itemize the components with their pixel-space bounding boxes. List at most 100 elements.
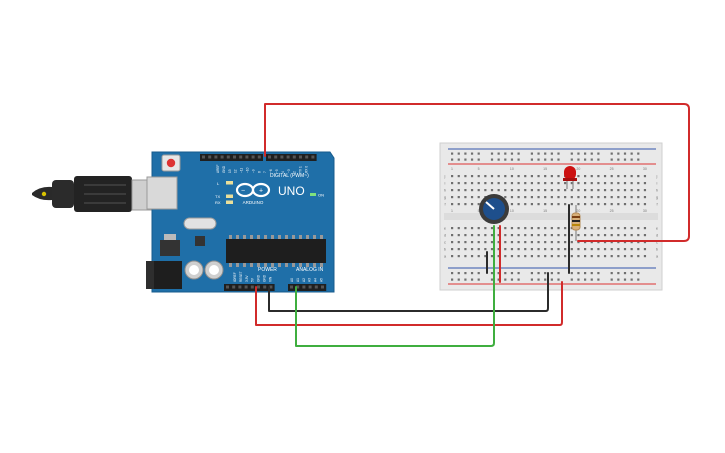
- breadboard-hole[interactable]: [597, 158, 600, 161]
- breadboard-hole[interactable]: [530, 152, 533, 155]
- breadboard-hole[interactable]: [451, 227, 454, 230]
- power-header-pin[interactable]: [250, 285, 254, 289]
- breadboard-hole[interactable]: [517, 272, 520, 275]
- breadboard-hole[interactable]: [510, 241, 514, 244]
- breadboard-hole[interactable]: [510, 255, 514, 258]
- breadboard-hole[interactable]: [544, 241, 547, 244]
- breadboard-hole[interactable]: [470, 272, 474, 275]
- breadboard-hole[interactable]: [617, 227, 620, 230]
- breadboard-hole[interactable]: [630, 189, 633, 192]
- breadboard-hole[interactable]: [477, 234, 480, 237]
- breadboard-hole[interactable]: [497, 241, 500, 244]
- breadboard-hole[interactable]: [544, 152, 547, 155]
- breadboard-hole[interactable]: [504, 248, 507, 251]
- breadboard-hole[interactable]: [617, 196, 620, 199]
- breadboard-hole[interactable]: [477, 278, 480, 281]
- breadboard-hole[interactable]: [510, 182, 514, 185]
- breadboard-hole[interactable]: [510, 189, 514, 192]
- breadboard-hole[interactable]: [610, 175, 613, 178]
- resistor[interactable]: [571, 205, 581, 241]
- breadboard-hole[interactable]: [584, 272, 587, 275]
- digital-header-b-pin[interactable]: [274, 155, 278, 159]
- power-header[interactable]: [224, 284, 275, 291]
- breadboard-hole[interactable]: [584, 189, 587, 192]
- breadboard-hole[interactable]: [557, 203, 560, 206]
- breadboard-hole[interactable]: [504, 182, 507, 185]
- breadboard-hole[interactable]: [557, 227, 560, 230]
- breadboard-hole[interactable]: [590, 241, 593, 244]
- breadboard-hole[interactable]: [610, 234, 613, 237]
- breadboard-hole[interactable]: [643, 241, 647, 244]
- breadboard-hole[interactable]: [550, 248, 553, 251]
- breadboard-hole[interactable]: [584, 158, 587, 161]
- breadboard-hole[interactable]: [643, 189, 647, 192]
- breadboard-hole[interactable]: [464, 227, 467, 230]
- breadboard-hole[interactable]: [590, 255, 593, 258]
- breadboard-hole[interactable]: [457, 272, 460, 275]
- breadboard-hole[interactable]: [477, 227, 480, 230]
- breadboard-hole[interactable]: [477, 255, 480, 258]
- breadboard-hole[interactable]: [643, 255, 647, 258]
- breadboard-hole[interactable]: [570, 196, 573, 199]
- digital-header-b-pin[interactable]: [286, 155, 290, 159]
- digital-header-b-pin[interactable]: [305, 155, 309, 159]
- breadboard-hole[interactable]: [603, 175, 607, 178]
- analog-header-pin[interactable]: [290, 285, 293, 289]
- breadboard-hole[interactable]: [643, 196, 647, 199]
- breadboard-hole[interactable]: [637, 189, 640, 192]
- breadboard-hole[interactable]: [517, 152, 520, 155]
- breadboard-hole[interactable]: [537, 241, 540, 244]
- breadboard-hole[interactable]: [564, 189, 567, 192]
- breadboard-hole[interactable]: [490, 152, 494, 155]
- breadboard-hole[interactable]: [457, 158, 460, 161]
- breadboard-hole[interactable]: [530, 248, 533, 251]
- digital-header-b-pin[interactable]: [268, 155, 271, 159]
- breadboard-hole[interactable]: [490, 189, 494, 192]
- breadboard-hole[interactable]: [637, 196, 640, 199]
- breadboard-hole[interactable]: [524, 234, 527, 237]
- digital-header-a-pin[interactable]: [245, 155, 249, 159]
- breadboard-hole[interactable]: [510, 158, 514, 161]
- breadboard-hole[interactable]: [517, 248, 520, 251]
- breadboard-hole[interactable]: [457, 175, 460, 178]
- breadboard-hole[interactable]: [577, 152, 580, 155]
- breadboard-hole[interactable]: [637, 203, 640, 206]
- breadboard-hole[interactable]: [530, 196, 533, 199]
- breadboard-hole[interactable]: [597, 278, 600, 281]
- breadboard-hole[interactable]: [537, 158, 540, 161]
- breadboard-hole[interactable]: [477, 189, 480, 192]
- breadboard-hole[interactable]: [550, 203, 553, 206]
- breadboard-hole[interactable]: [544, 278, 547, 281]
- breadboard-hole[interactable]: [630, 278, 633, 281]
- breadboard-hole[interactable]: [470, 158, 474, 161]
- breadboard-hole[interactable]: [464, 255, 467, 258]
- breadboard-hole[interactable]: [550, 234, 553, 237]
- breadboard-hole[interactable]: [557, 182, 560, 185]
- breadboard-hole[interactable]: [637, 227, 640, 230]
- breadboard-hole[interactable]: [530, 189, 533, 192]
- analog-header-pin[interactable]: [296, 285, 300, 289]
- breadboard-hole[interactable]: [577, 158, 580, 161]
- breadboard-hole[interactable]: [544, 189, 547, 192]
- breadboard-hole[interactable]: [504, 175, 507, 178]
- digital-header[interactable]: [200, 154, 317, 161]
- breadboard-hole[interactable]: [550, 241, 553, 244]
- breadboard-hole[interactable]: [451, 158, 454, 161]
- breadboard-hole[interactable]: [504, 234, 507, 237]
- breadboard-hole[interactable]: [497, 175, 500, 178]
- breadboard-hole[interactable]: [504, 189, 507, 192]
- breadboard-hole[interactable]: [470, 182, 474, 185]
- breadboard-hole[interactable]: [530, 272, 533, 275]
- breadboard-hole[interactable]: [470, 248, 474, 251]
- breadboard-hole[interactable]: [451, 272, 454, 275]
- digital-header-a-pin[interactable]: [226, 155, 230, 159]
- breadboard-hole[interactable]: [504, 158, 507, 161]
- breadboard-hole[interactable]: [570, 278, 573, 281]
- breadboard-hole[interactable]: [570, 241, 573, 244]
- breadboard-hole[interactable]: [597, 152, 600, 155]
- breadboard-hole[interactable]: [623, 255, 627, 258]
- breadboard-hole[interactable]: [643, 182, 647, 185]
- usb-cable[interactable]: [32, 176, 157, 212]
